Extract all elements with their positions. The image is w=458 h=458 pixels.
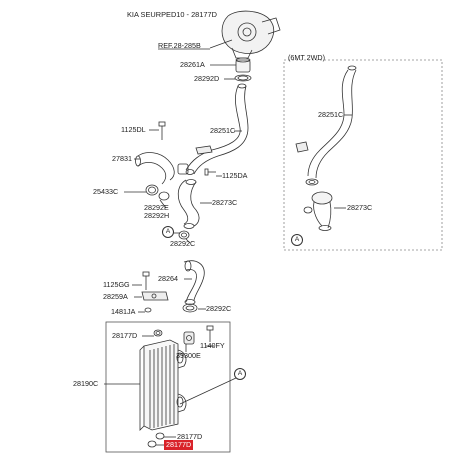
callout-28292D[interactable]: 28292D: [194, 74, 220, 83]
turbocharger-drawing: [221, 10, 281, 59]
callout-28292C-top[interactable]: 28292C: [170, 239, 196, 248]
callout-28190C[interactable]: 28190C: [73, 379, 99, 388]
callout-28177D-bottom[interactable]: 28177D: [177, 432, 203, 441]
marker-a-bottom[interactable]: A: [234, 368, 246, 380]
marker-a-alt[interactable]: A: [291, 234, 303, 246]
callout-28273C[interactable]: 28273C: [212, 198, 238, 207]
callout-28292H[interactable]: 28292H: [144, 211, 170, 220]
intercooler-core-drawing: [139, 339, 187, 431]
page-title: KIA SEURPED10 - 28177D: [127, 10, 217, 19]
callout-39300E[interactable]: 39300E: [176, 351, 201, 360]
hose-27831-drawing: [135, 152, 189, 185]
reference-label[interactable]: REF.28-285B: [158, 41, 201, 50]
marker-a-top[interactable]: A: [162, 226, 174, 238]
callout-1140FY[interactable]: 1140FY: [200, 341, 225, 350]
hose-28273C-drawing: [177, 179, 200, 229]
callout-28177D-selected[interactable]: 28177D: [163, 440, 194, 450]
callout-28251C-alt[interactable]: 28251C: [318, 110, 344, 119]
callout-28251C[interactable]: 28251C: [210, 126, 236, 135]
variant-box-label: (6MT 2WD): [288, 53, 326, 62]
callout-1125DL[interactable]: 1125DL: [121, 125, 146, 134]
callout-1481JA[interactable]: 1481JA: [111, 307, 136, 316]
callout-28292E[interactable]: 28292E: [144, 203, 169, 212]
bolt-1125DA-drawing: [204, 168, 216, 176]
callout-28177D-top[interactable]: 28177D: [112, 331, 138, 340]
pipe-28251C-drawing: [185, 83, 249, 175]
callout-1125DA[interactable]: 1125DA: [222, 171, 248, 180]
bolt-1125DL-drawing: [158, 121, 166, 140]
callout-27831[interactable]: 27831: [112, 154, 132, 163]
callout-25433C[interactable]: 25433C: [93, 187, 119, 196]
clamp-25433C-drawing: [145, 184, 170, 201]
callout-28259A[interactable]: 28259A: [103, 292, 128, 301]
callout-28292C-mid[interactable]: 28292C: [206, 304, 232, 313]
callout-28264[interactable]: 28264: [158, 274, 178, 283]
intercooler-frame: [105, 321, 231, 453]
bracket-28259A-drawing: [141, 271, 169, 301]
hose-28261A-drawing: [234, 57, 252, 82]
pipe-28251C-alt-drawing: [295, 65, 357, 179]
callout-28261A[interactable]: 28261A: [180, 60, 205, 69]
hose-28264-drawing: [183, 260, 205, 305]
callout-28273C-alt[interactable]: 28273C: [347, 203, 373, 212]
variant-box: [283, 59, 443, 251]
callout-1125GG[interactable]: 1125GG: [103, 280, 130, 289]
hose-28273C-alt-drawing: [303, 178, 333, 231]
